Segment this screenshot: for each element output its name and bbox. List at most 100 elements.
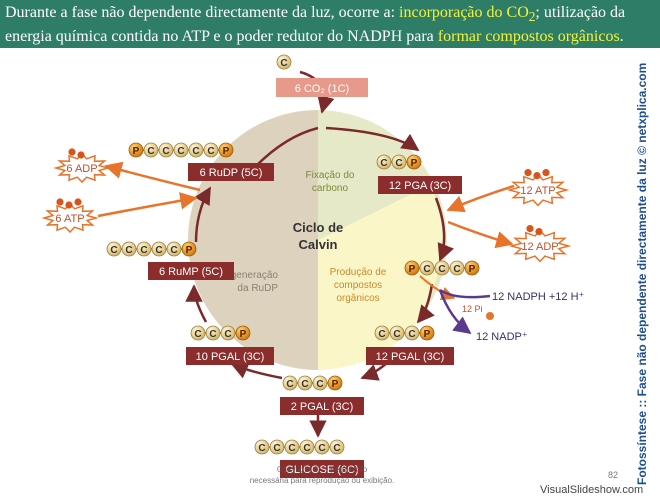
- carbon-bead: [299, 439, 315, 455]
- watermark: VisualSlideshow.com: [540, 484, 644, 496]
- carbon-bead: [143, 142, 159, 158]
- carbon-bead: [376, 154, 392, 170]
- arrow-adp-right: [447, 220, 514, 249]
- carbon-bead: [449, 260, 465, 276]
- carbon-bead: [254, 439, 270, 455]
- pga-box: [378, 176, 462, 194]
- highlight-co2-subscript: 2: [528, 9, 536, 25]
- phosphate-letter: P: [411, 158, 418, 169]
- carbon-letter: C: [140, 245, 147, 256]
- arrow-pi: [419, 275, 456, 301]
- rump-label: 6 RuMP (5C): [159, 266, 223, 278]
- arrow-to-rump: [185, 284, 208, 323]
- header-bar: Durante a fase não dependente directamen…: [0, 0, 660, 48]
- phosphate-bead: [218, 142, 234, 158]
- carbon-letter: C: [162, 146, 169, 157]
- carbon-bead: [276, 54, 292, 70]
- phase-production-line2: compostos: [334, 280, 382, 291]
- carbon-letter: C: [393, 329, 400, 340]
- carbon-bead: [203, 142, 219, 158]
- carbon-bead: [205, 325, 221, 341]
- carbon-letter: C: [110, 245, 117, 256]
- pgal-bottom-box: [280, 397, 364, 415]
- burst-shape: [41, 202, 99, 234]
- burst-shape: [53, 152, 111, 184]
- phosphate-dot: [77, 151, 85, 159]
- carbon-letter: C: [301, 379, 308, 390]
- phosphate-dot: [68, 148, 76, 156]
- pi-label: 12 Pi: [462, 304, 483, 314]
- phosphate-dot: [65, 201, 73, 209]
- burst-6-atp: 6 ATP: [41, 198, 99, 234]
- phosphate-dot: [526, 225, 534, 233]
- carbon-bead: [297, 375, 313, 391]
- carbon-letter: C: [194, 329, 201, 340]
- nadp-label: 12 NADP⁺: [476, 331, 528, 343]
- carbon-bead: [166, 241, 182, 257]
- carbon-bead: [158, 142, 174, 158]
- rudp-box: [188, 163, 274, 181]
- carbon-letter: C: [318, 443, 325, 454]
- pgal-right-box: [366, 347, 454, 365]
- arrow-nadp: [438, 289, 472, 335]
- glucose-label: GLICOSE (6C): [285, 464, 358, 476]
- phase-regeneration-line1: Regeneração: [218, 270, 278, 281]
- carbon-bead: [314, 439, 330, 455]
- carbon-letter: C: [408, 329, 415, 340]
- carbon-bead: [121, 241, 137, 257]
- phosphate-letter: P: [424, 329, 431, 340]
- phase-fixation-line2: carbono: [312, 183, 349, 194]
- arrow-to-pgp: [434, 197, 454, 262]
- carbon-letter: C: [125, 245, 132, 256]
- phosphate-dot: [56, 198, 64, 206]
- highlight-organic-compounds: formar compostos orgânicos: [437, 28, 620, 46]
- burst-12-atp: 12 ATP: [506, 169, 570, 207]
- carbon-letter: C: [280, 58, 287, 69]
- carbon-letter: C: [209, 329, 216, 340]
- arrow-to-pgal-left: [230, 362, 283, 380]
- cycle-title-line2: Calvin: [298, 237, 337, 252]
- carbon-letter: C: [288, 443, 295, 454]
- carbon-bead: [284, 439, 300, 455]
- carbon-bead: [434, 260, 450, 276]
- carbon-letter: C: [378, 329, 385, 340]
- phosphate-letter: P: [409, 264, 416, 275]
- arrow-atp-left: [97, 192, 198, 218]
- phosphate-letter: P: [469, 264, 476, 275]
- carbon-letter: C: [147, 146, 154, 157]
- carbon-letter: C: [207, 146, 214, 157]
- rudp-label: 6 RuDP (5C): [200, 167, 263, 179]
- carbon-bead: [173, 142, 189, 158]
- arrow-atp-right: [446, 184, 515, 213]
- carbon-bead: [188, 142, 204, 158]
- carbon-bead: [389, 325, 405, 341]
- fixation-sector-top: [318, 110, 430, 240]
- carbon-bead: [106, 241, 122, 257]
- carbon-letter: C: [177, 146, 184, 157]
- phosphate-bead: [406, 154, 422, 170]
- burst-12-adp: 12 ADP: [508, 225, 572, 263]
- side-label: Fotossíntese :: Fase não dependente dire…: [635, 62, 649, 485]
- carbon-bead: [282, 375, 298, 391]
- header-text-part: .: [619, 28, 624, 46]
- phosphate-bead: [404, 260, 420, 276]
- co2-box: [276, 78, 368, 97]
- copyright-line1: Copyright © ... permissão: [277, 465, 368, 474]
- phosphate-bead: [327, 375, 343, 391]
- phase-production-line3: orgânicos: [336, 293, 379, 304]
- carbon-bead: [374, 325, 390, 341]
- carbon-letter: C: [192, 146, 199, 157]
- page-number: 82: [608, 470, 619, 480]
- carbon-letter: C: [380, 158, 387, 169]
